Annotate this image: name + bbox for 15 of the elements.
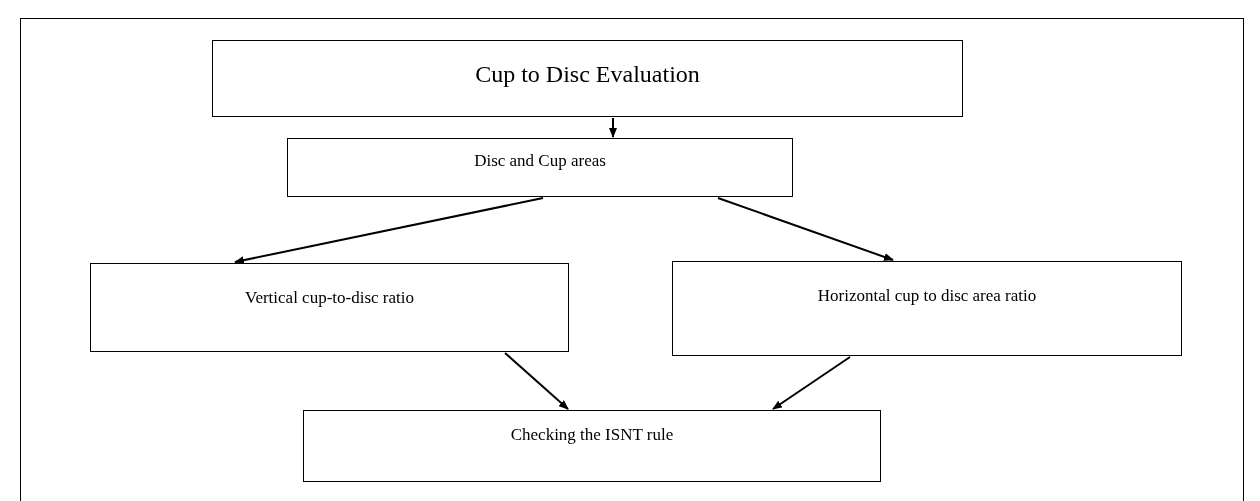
box-label: Disc and Cup areas [474, 151, 606, 171]
arrow [609, 117, 617, 138]
arrow [772, 356, 851, 410]
process-box [303, 410, 881, 482]
box-label: Checking the ISNT rule [510, 425, 674, 445]
box-label: Horizontal cup to disc area ratio [817, 286, 1037, 306]
box-label: Vertical cup-to-disc ratio [245, 288, 414, 308]
arrow [717, 197, 894, 261]
process-box [90, 263, 569, 352]
arrow [234, 197, 544, 265]
box-label: Cup to Disc Evaluation [475, 61, 700, 88]
process-box [287, 138, 793, 197]
process-box [672, 261, 1182, 356]
arrow [504, 352, 569, 410]
process-box [212, 40, 963, 117]
